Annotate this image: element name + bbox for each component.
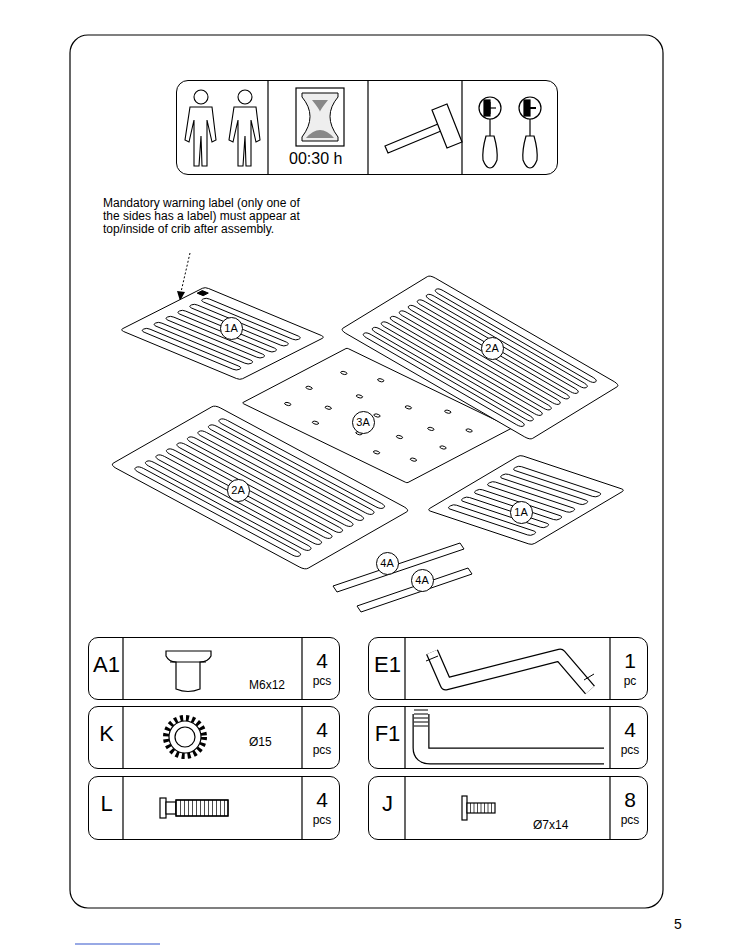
page-number: 5 xyxy=(674,916,682,932)
time-label: 00:30 h xyxy=(289,150,342,168)
warning-note: Mandatory warning label (only one of the… xyxy=(103,197,303,236)
part-text: 8 xyxy=(611,788,649,811)
hardware-row: J Ø7x14 8 pcs xyxy=(368,776,648,840)
callout-circle: 4A xyxy=(376,552,399,575)
hardware-row: E1 1 pc xyxy=(368,637,648,700)
part-code: L xyxy=(89,792,124,816)
part-text: pcs xyxy=(303,744,341,757)
part-text: Ø15 xyxy=(249,736,272,749)
callout-circle: 1A xyxy=(220,317,243,340)
part-text: M6x12 xyxy=(249,679,285,692)
part-text: pc xyxy=(611,675,649,688)
part-text: pcs xyxy=(611,744,649,757)
hardware-row: F1 4 pcs xyxy=(368,706,648,769)
part-text: 4 xyxy=(611,718,649,741)
part-text: 4 xyxy=(303,718,341,741)
part-text: 1 xyxy=(611,649,649,672)
callout-number: 1A xyxy=(514,507,527,518)
part-text: Ø7x14 xyxy=(533,819,568,832)
hardware-row: A1M6x12 4 pcs xyxy=(88,637,340,700)
callout-number: 4A xyxy=(380,558,393,569)
part-code: E1 xyxy=(369,653,406,677)
part-code: F1 xyxy=(369,722,406,746)
callout-circle: 4A xyxy=(411,569,434,592)
part-text: pcs xyxy=(611,814,649,827)
callout-circle: 2A xyxy=(481,337,504,360)
part-code: J xyxy=(369,792,406,816)
hardware-row: K Ø15 4 pcs xyxy=(88,706,340,769)
callout-number: 3A xyxy=(356,417,369,428)
part-code: K xyxy=(89,722,124,746)
info-bar: 00:30 h xyxy=(176,80,558,175)
part-text: 4 xyxy=(303,788,341,811)
callout-number: 2A xyxy=(485,343,498,354)
part-text: pcs xyxy=(303,814,341,827)
part-text: 4 xyxy=(303,649,341,672)
callout-circle: 1A xyxy=(510,501,533,524)
callout-number: 2A xyxy=(231,485,244,496)
part-code: A1 xyxy=(89,653,124,677)
part-text: pcs xyxy=(303,675,341,688)
callout-number: 1A xyxy=(224,323,237,334)
callout-number: 4A xyxy=(415,575,428,586)
callout-circle: 2A xyxy=(227,479,250,502)
hardware-row: L 4 pcs xyxy=(88,776,340,840)
callout-circle: 3A xyxy=(352,411,375,434)
